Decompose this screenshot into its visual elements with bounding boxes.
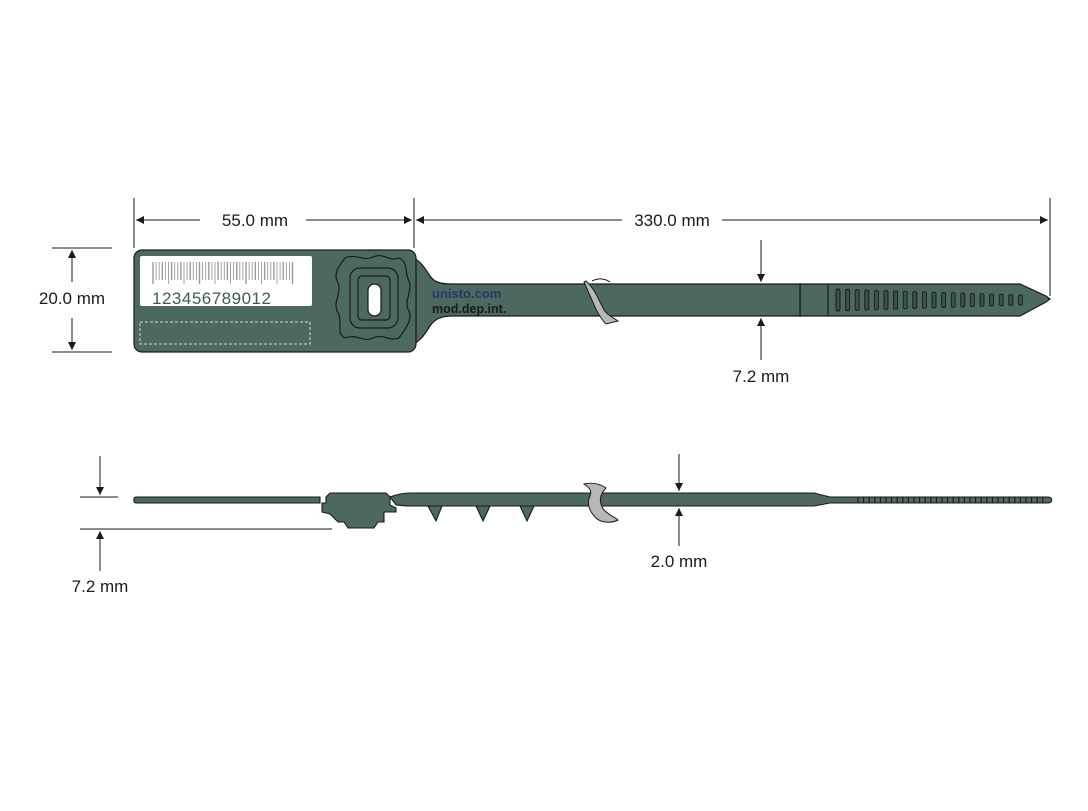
top-view: 123456789012 unisto.com mod.dep.int. [133,249,1051,353]
strap-rib [864,289,870,311]
label-panel [140,256,312,306]
length-break-top [583,280,620,325]
locking-box-frame [357,275,391,321]
top-dimensions: 55.0 mm 330.0 mm 20.0 mm 7.2 mm [39,198,1051,386]
dim-strap-width: 7.2 mm [733,367,790,386]
strap-rib [845,288,851,312]
strap-rib [989,293,995,307]
strap-rib [969,292,975,308]
write-field [139,321,311,345]
strap-rib [902,290,908,310]
strap-rib [921,291,927,309]
side-view [133,482,1053,529]
serial-number: 123456789012 [152,289,271,308]
barcode [152,262,294,284]
length-break-side [582,482,619,523]
strap-rib [854,289,860,311]
strap-rib [835,288,841,312]
side-dimensions: 7.2 mm 2.0 mm [72,454,708,596]
strap-rib [893,290,899,310]
strap-rib [912,291,918,309]
strap-ribs [835,288,1023,312]
strap-slot [367,283,382,317]
locking-box-inner [349,267,399,329]
strap-rib [950,292,956,308]
barb-1 [427,505,443,523]
dim-strap-thickness: 2.0 mm [651,552,708,571]
strap-rib [979,293,985,307]
brand-text: mod.dep.int. [432,302,506,316]
dim-head-height: 7.2 mm [72,577,129,596]
side-strap [133,496,321,504]
strap-rib [1008,294,1014,306]
strap-rib [998,293,1004,307]
strap-rib [1017,294,1023,306]
barb-2 [475,505,491,523]
side-ribs [857,497,1044,503]
brand-url: unisto.com [432,286,501,301]
strap-rib [931,291,937,309]
strap-rib [960,292,966,308]
strap-body [409,255,801,347]
strap-rib [941,292,947,308]
strap-rib [883,290,889,310]
dim-head-width: 20.0 mm [39,289,105,308]
dim-total-length: 330.0 mm [634,211,710,230]
side-strap-body [389,492,1053,507]
barb-3 [519,505,535,523]
side-head [321,492,397,529]
dim-head-length: 55.0 mm [222,211,288,230]
strap-rib [873,289,879,311]
